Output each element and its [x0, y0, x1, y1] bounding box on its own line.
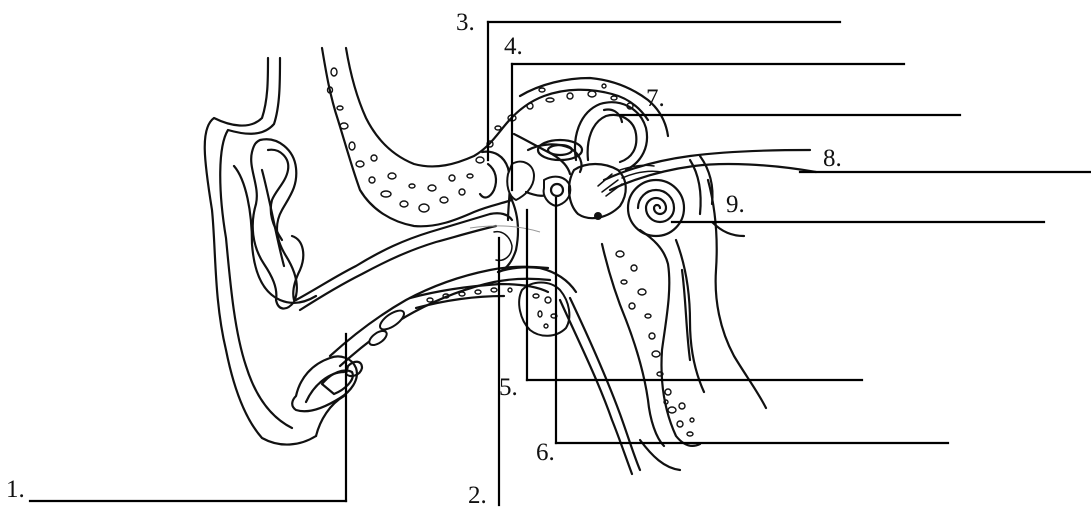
label-8: 8.	[823, 145, 842, 172]
ear-canal	[296, 213, 550, 394]
label-4: 4.	[504, 33, 523, 60]
auricle	[205, 58, 357, 445]
petrous-bone-lower	[560, 180, 766, 474]
cochlea	[628, 180, 684, 236]
leader-lines	[30, 22, 1091, 505]
temporal-bone	[322, 48, 668, 226]
label-6: 6.	[536, 439, 555, 466]
label-5: 5.	[499, 374, 518, 401]
label-7: 7.	[646, 85, 665, 112]
ear-illustration	[205, 48, 816, 474]
label-3: 3.	[456, 9, 475, 36]
inner-ear	[538, 102, 816, 236]
label-1: 1.	[6, 476, 25, 503]
label-2: 2.	[468, 482, 487, 508]
label-9: 9.	[726, 191, 745, 218]
